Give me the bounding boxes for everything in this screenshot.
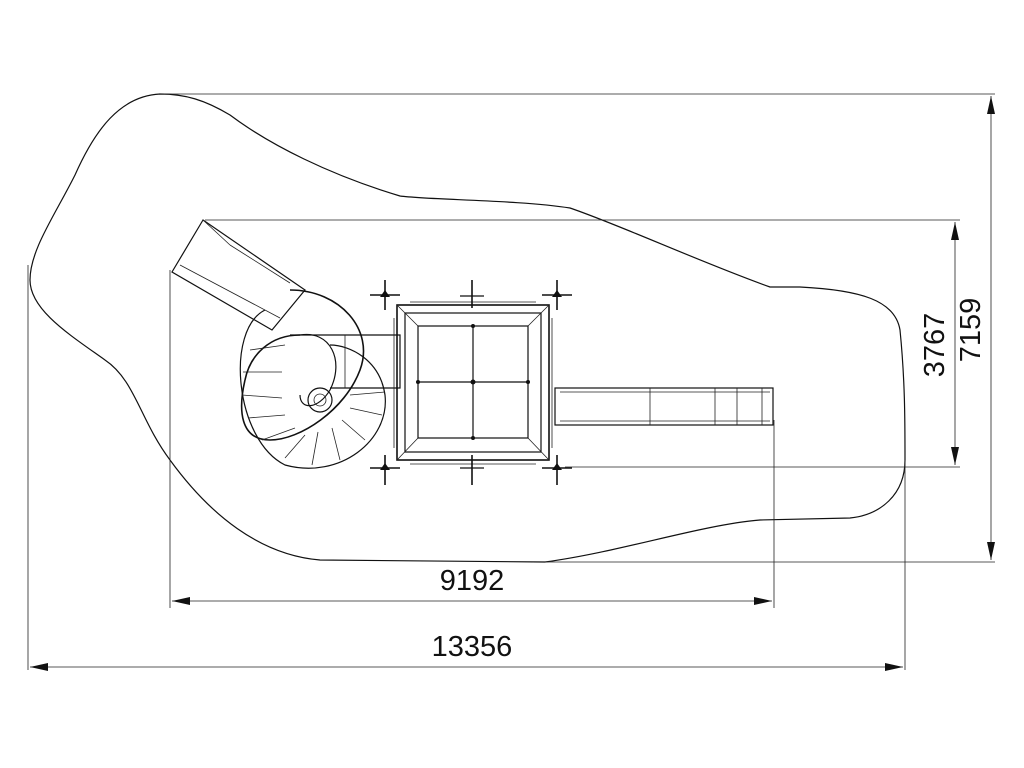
tower-platform bbox=[393, 301, 553, 465]
safety-zone-outline bbox=[29, 93, 906, 563]
dimension-overall-width: 7159 bbox=[955, 96, 995, 560]
mid-post-top bbox=[460, 280, 484, 308]
dimension-label-9192: 9192 bbox=[440, 565, 505, 597]
mid-post-bottom bbox=[460, 455, 484, 485]
straight-slide bbox=[554, 387, 774, 426]
corner-post-bottom-left bbox=[370, 455, 400, 485]
dimension-structure-length: 9192 bbox=[172, 565, 772, 605]
spiral-tube-slide bbox=[239, 289, 401, 469]
corner-post-bottom-right bbox=[542, 455, 572, 485]
corner-post-top-left bbox=[370, 280, 400, 310]
dimension-label-3767: 3767 bbox=[919, 313, 951, 378]
dimension-label-13356: 13356 bbox=[432, 631, 513, 663]
tube-slide-entry-chute bbox=[171, 219, 306, 331]
dimension-label-7159: 7159 bbox=[955, 298, 987, 363]
corner-post-top-right bbox=[542, 280, 572, 310]
dimension-overall-length: 13356 bbox=[30, 631, 903, 671]
dimension-structure-width: 3767 bbox=[919, 222, 959, 465]
